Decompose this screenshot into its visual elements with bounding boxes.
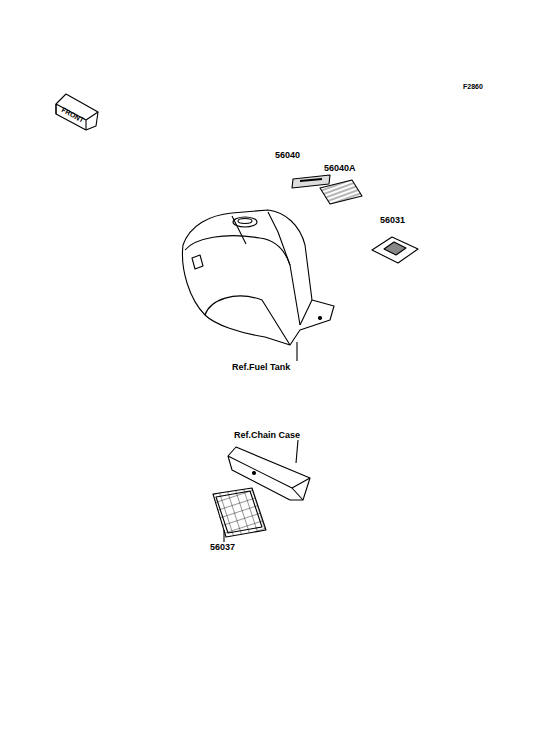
reference-label: Ref.Fuel Tank (232, 363, 290, 372)
part-number: 56040 (275, 151, 300, 160)
decal-56031 (372, 237, 418, 263)
decal-56037 (213, 488, 266, 537)
part-number: 56040A (324, 164, 356, 173)
part-number: 56037 (210, 543, 235, 552)
decal-56040A (320, 180, 362, 204)
reference-label: Ref.Chain Case (234, 431, 300, 440)
part-number: 56031 (380, 216, 405, 225)
fuel-tank (182, 210, 334, 345)
decal-56040 (292, 175, 330, 188)
front-arrow-tag (56, 94, 98, 130)
figure-number: F2860 (463, 83, 483, 90)
